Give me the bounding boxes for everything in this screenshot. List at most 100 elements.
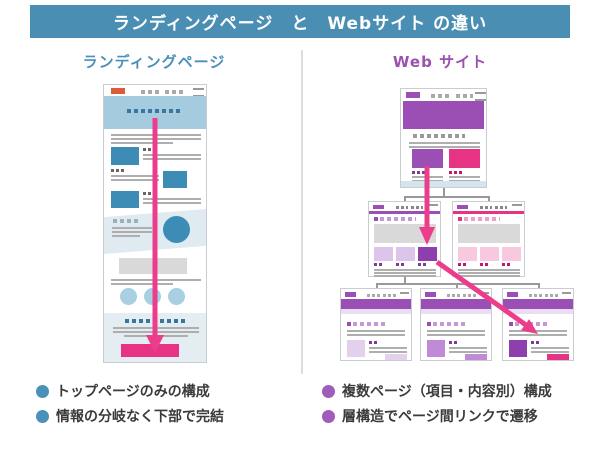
- label-dots: [113, 219, 139, 223]
- text-line: [111, 175, 159, 177]
- label-dots: [531, 341, 541, 344]
- left-column-heading: ランディングページ: [82, 53, 226, 71]
- connector-line: [443, 188, 445, 197]
- text-line: [369, 351, 407, 353]
- right-bullet-item: 複数ページ（項目・内容別）構成: [322, 381, 552, 401]
- text-line: [509, 330, 567, 332]
- text-line: [112, 231, 152, 233]
- text-line: [374, 272, 436, 274]
- connector-line: [404, 277, 406, 284]
- footer-section: [104, 313, 206, 362]
- circle-graphic: [168, 288, 185, 305]
- cta-button-shape: [547, 354, 569, 360]
- text-line: [531, 351, 569, 353]
- sub-banner-strip: [503, 309, 573, 314]
- text-line: [111, 283, 173, 285]
- text-line: [124, 335, 188, 337]
- text-line: [409, 142, 480, 144]
- accent-bar: [369, 211, 440, 214]
- text-line: [111, 179, 159, 181]
- heading-dots: [380, 217, 416, 221]
- text-line: [458, 269, 520, 271]
- label-dots: [143, 192, 156, 195]
- thumbnail-block: [480, 247, 499, 261]
- sub-banner-strip: [421, 309, 491, 314]
- connector-line: [376, 283, 539, 285]
- label-dots: [396, 263, 406, 266]
- text-line: [509, 334, 567, 336]
- accent-bar: [453, 211, 524, 214]
- text-line: [112, 235, 140, 237]
- text-line: [113, 327, 199, 329]
- nav-dots: [545, 294, 558, 297]
- footer-heading-dots: [125, 319, 187, 323]
- bullet-text: トップページのみの構成: [56, 384, 210, 400]
- heading-dots: [353, 322, 387, 326]
- thumbnail-block-highlight: [509, 340, 527, 357]
- logo-block: [507, 292, 518, 297]
- nav-dots: [367, 294, 380, 297]
- diagonal-band-section: [104, 209, 206, 254]
- bullet-dot-icon: [322, 409, 335, 423]
- page-banner: [503, 299, 573, 309]
- text-line: [427, 330, 485, 332]
- thumbnail-block: [396, 247, 415, 261]
- nav-dots: [431, 94, 452, 98]
- heading-bullet-square: [509, 322, 513, 326]
- label-dots: [374, 263, 384, 266]
- text-line: [449, 176, 480, 178]
- hero-section: [403, 101, 484, 129]
- text-line: [531, 347, 569, 349]
- website-detail-page-highlight-wireframe: [502, 288, 574, 361]
- text-line: [111, 142, 173, 144]
- text-line: [412, 176, 443, 178]
- circle-graphic: [144, 288, 161, 305]
- nav-dots: [447, 294, 460, 297]
- heading-dots: [464, 217, 500, 221]
- button-shape: [385, 354, 407, 360]
- nav-dots: [411, 206, 423, 209]
- page-banner: [341, 299, 411, 309]
- label-dots: [449, 341, 459, 344]
- label-dots: [143, 148, 156, 151]
- text-line: [449, 347, 487, 349]
- text-line: [113, 331, 199, 333]
- banner-placeholder: [458, 224, 520, 243]
- sub-banner-strip: [341, 309, 411, 314]
- button-shape: [465, 354, 487, 360]
- title-bar: ランディングページ と Webサイト の違い: [30, 5, 570, 38]
- bullet-dot-icon: [36, 409, 49, 423]
- text-line: [143, 202, 201, 204]
- text-line: [458, 272, 520, 274]
- thumbnail-block: [502, 247, 521, 261]
- thumbnail-block: [427, 340, 445, 357]
- connector-line: [538, 283, 540, 289]
- text-line: [111, 134, 201, 136]
- page-title: ランディングページ と Webサイト の違い: [112, 14, 488, 34]
- text-line: [347, 334, 405, 336]
- connector-line: [404, 196, 406, 202]
- image-block: [111, 147, 139, 165]
- bullet-text: 複数ページ（項目・内容別）構成: [342, 384, 552, 400]
- label-dots: [412, 171, 425, 174]
- text-line: [458, 275, 520, 277]
- thumbnail-block: [374, 247, 393, 261]
- text-line: [111, 279, 201, 281]
- nav-dots: [529, 294, 542, 297]
- connector-line: [404, 196, 490, 198]
- text-line: [369, 347, 407, 349]
- text-line: [143, 154, 201, 156]
- banner-placeholder: [119, 258, 187, 274]
- image-block: [449, 149, 480, 168]
- text-line: [347, 330, 405, 332]
- connector-line: [376, 283, 378, 289]
- nav-dots: [383, 294, 396, 297]
- text-line: [143, 198, 201, 200]
- website-detail-page-wireframe: [420, 288, 492, 361]
- circle-graphic: [120, 288, 137, 305]
- label-dots: [369, 341, 379, 344]
- label-dots: [458, 263, 468, 266]
- cta-button-shape: [121, 344, 179, 357]
- page-banner: [421, 299, 491, 309]
